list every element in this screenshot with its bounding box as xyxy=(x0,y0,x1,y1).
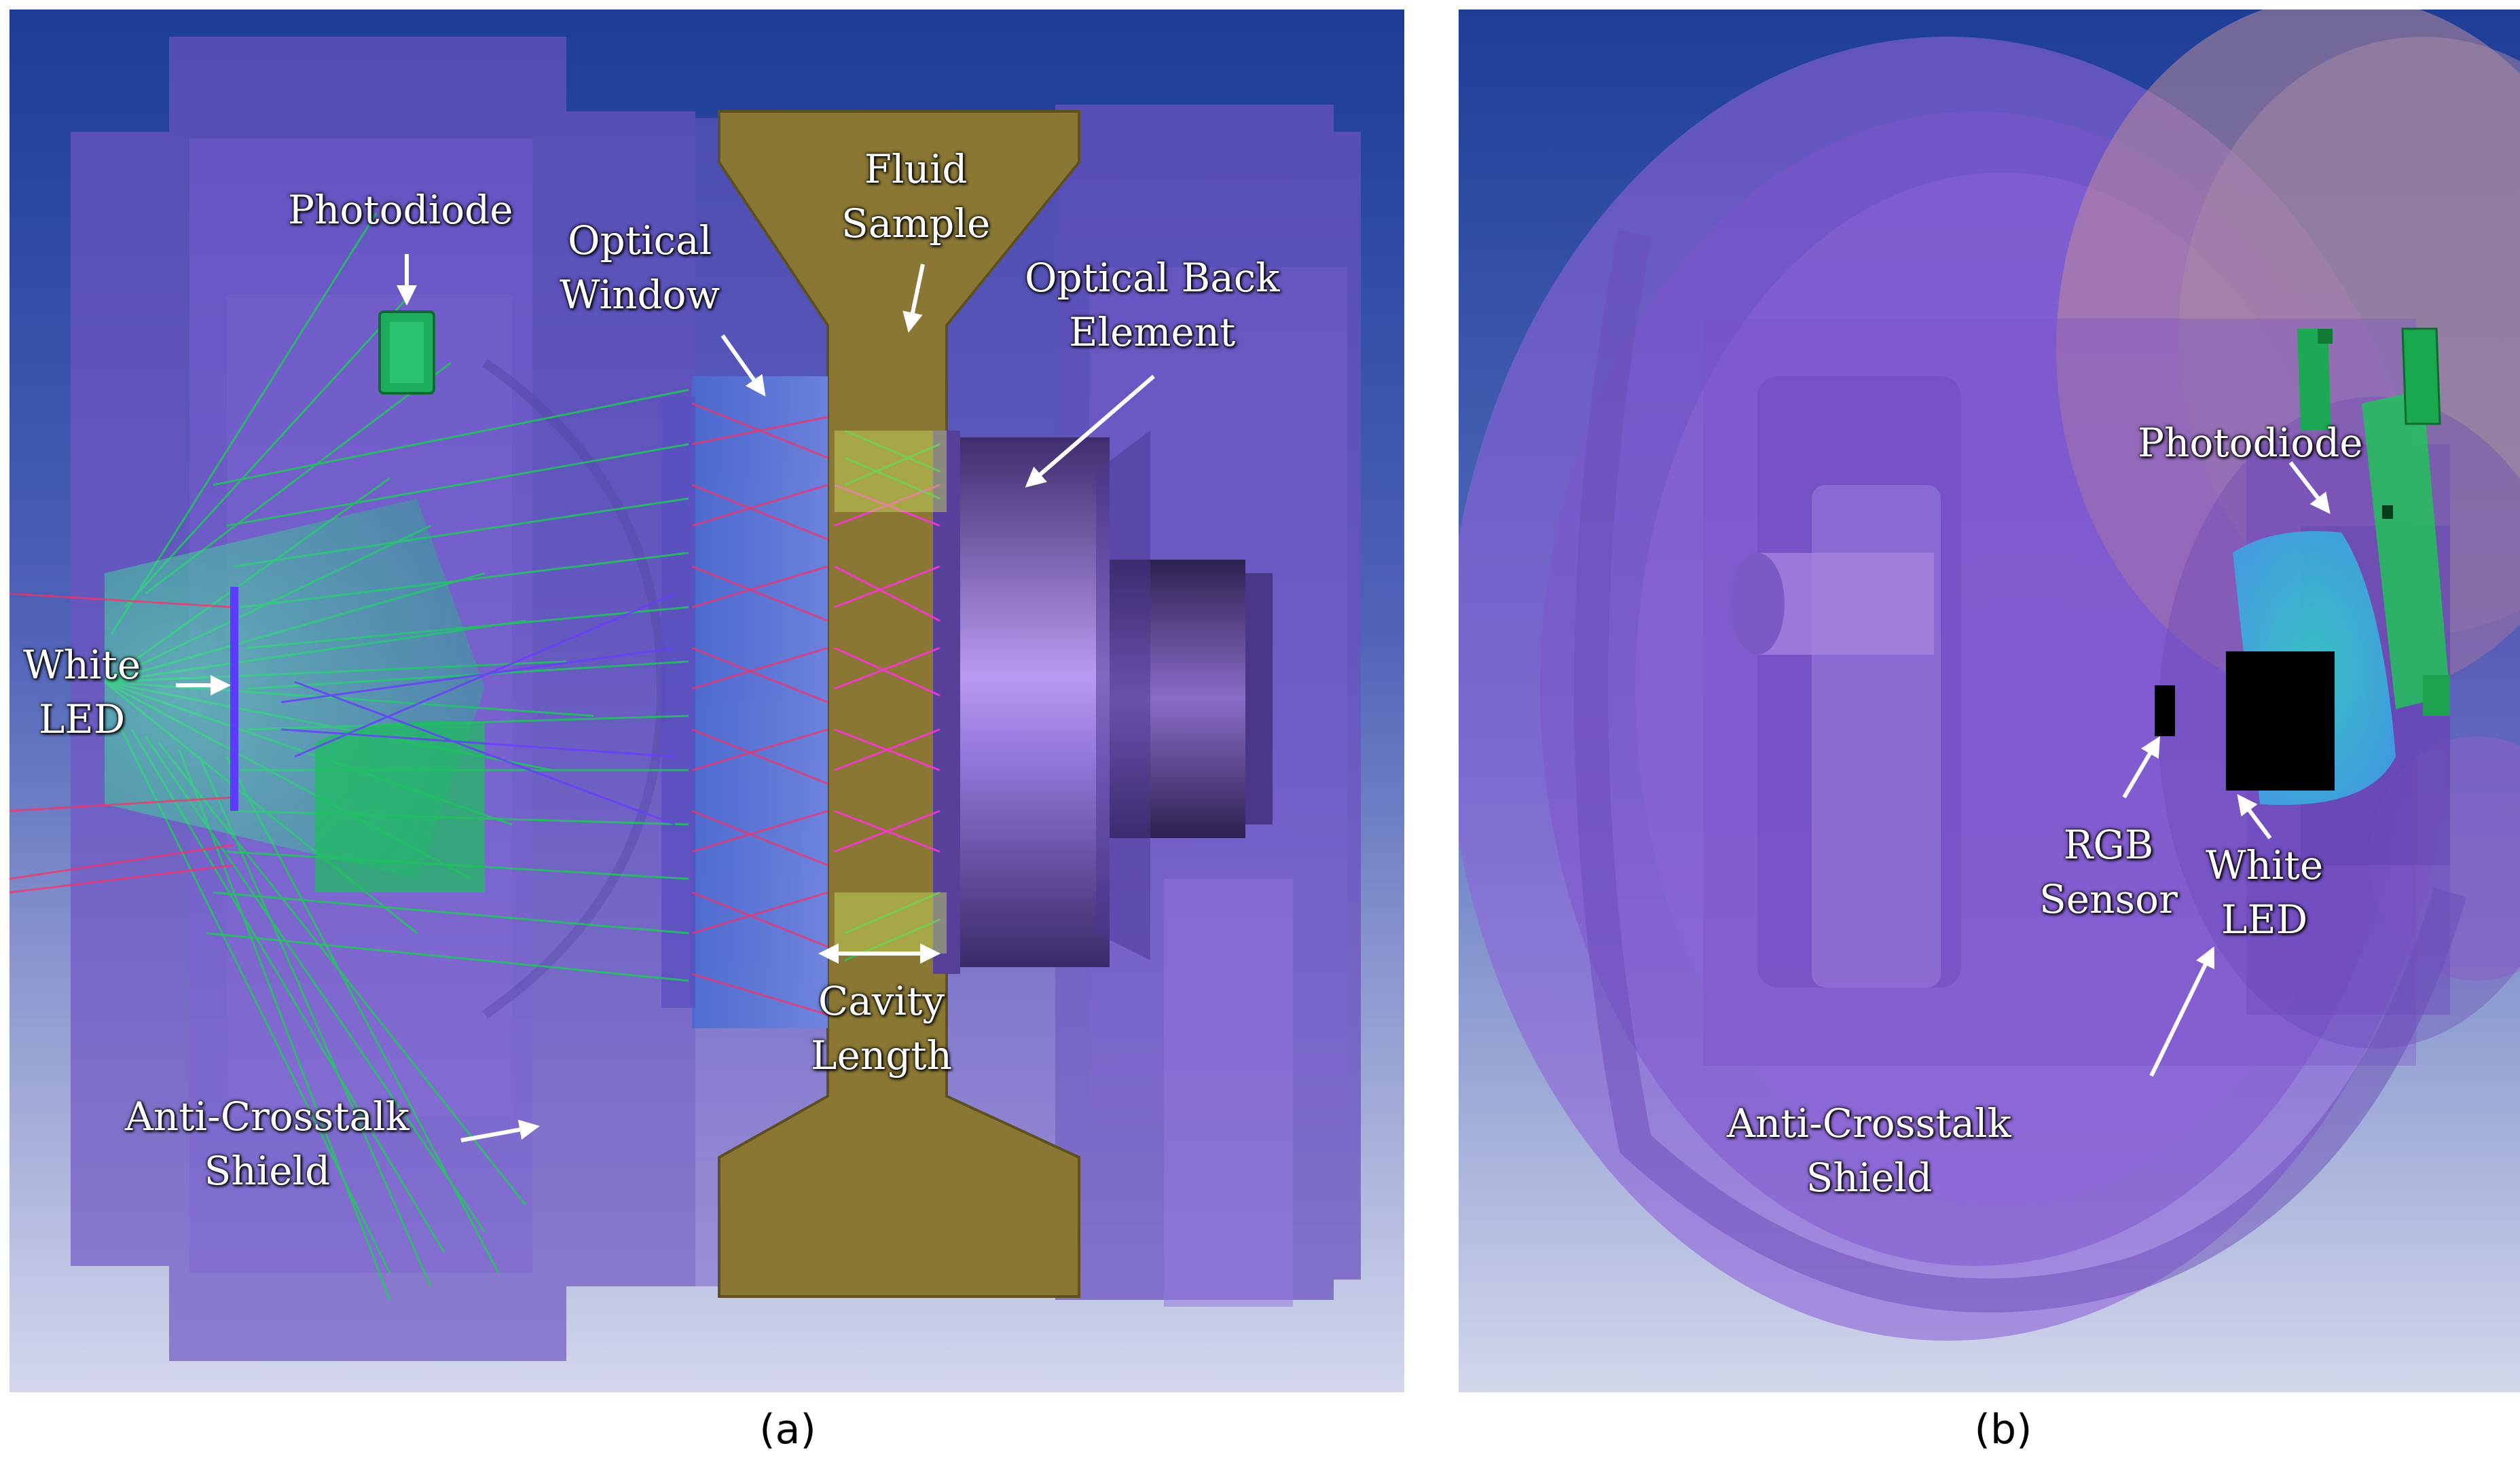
label-cavity-length-a-line1: Cavity xyxy=(818,978,945,1024)
rgb-sensor-b xyxy=(2155,685,2175,736)
ray-trace-red xyxy=(10,402,828,1016)
label-rgb-sensor-b: RGB Sensor xyxy=(2039,818,2178,926)
label-white-led-a-line2: LED xyxy=(38,696,126,742)
panel-a: Photodiode Optical Window Fluid Sample O… xyxy=(10,10,1404,1392)
label-optical-back-element-a-line1: Optical Back xyxy=(1025,255,1280,301)
label-cavity-length-a: Cavity Length xyxy=(811,974,952,1083)
caption-b: (b) xyxy=(1974,1406,2032,1453)
panel-b: Photodiode RGB Sensor White LED Anti-Cro… xyxy=(1459,10,2520,1392)
white-led-b xyxy=(2226,651,2335,791)
photodiode-a xyxy=(378,310,435,395)
label-photodiode-b-text: Photodiode xyxy=(2138,420,2363,466)
optical-back-element xyxy=(933,431,1273,974)
label-cavity-length-a-line2: Length xyxy=(811,1032,952,1079)
label-optical-window-a-line2: Window xyxy=(560,272,720,318)
label-photodiode-a-text: Photodiode xyxy=(288,187,513,233)
label-white-led-a-line1: White xyxy=(23,642,141,688)
label-photodiode-a: Photodiode xyxy=(288,183,513,237)
photodiode-b xyxy=(2401,327,2441,425)
label-anti-crosstalk-shield-a-line2: Shield xyxy=(204,1148,331,1194)
label-optical-back-element-a: Optical Back Element xyxy=(1025,251,1279,359)
optical-tube-b xyxy=(1730,553,1934,655)
ray-trace-blue xyxy=(280,592,676,826)
label-rgb-sensor-b-line2: Sensor xyxy=(2039,876,2178,922)
label-fluid-sample-a-line1: Fluid xyxy=(864,146,968,192)
label-white-led-b-line1: White xyxy=(2206,842,2324,888)
label-anti-crosstalk-shield-a: Anti-Crosstalk Shield xyxy=(125,1089,409,1198)
caption-a: (a) xyxy=(759,1406,816,1453)
label-photodiode-b: Photodiode xyxy=(2138,416,2363,470)
label-white-led-b-line2: LED xyxy=(2221,896,2308,943)
label-anti-crosstalk-shield-b-line1: Anti-Crosstalk xyxy=(1727,1100,2011,1146)
label-white-led-b: White LED xyxy=(2206,838,2323,947)
label-optical-back-element-a-line2: Element xyxy=(1069,309,1236,355)
label-optical-window-a: Optical Window xyxy=(560,213,720,322)
label-rgb-sensor-b-line1: RGB xyxy=(2063,822,2154,868)
optical-window xyxy=(692,376,828,1028)
fluid-sample-channel xyxy=(718,110,1080,1298)
ray-trace-magenta xyxy=(834,484,941,853)
label-fluid-sample-a: Fluid Sample xyxy=(841,142,990,251)
label-anti-crosstalk-shield-b: Anti-Crosstalk Shield xyxy=(1727,1096,2011,1205)
label-anti-crosstalk-shield-a-line1: Anti-Crosstalk xyxy=(125,1093,409,1140)
label-optical-window-a-line1: Optical xyxy=(568,217,712,264)
label-anti-crosstalk-shield-b-line2: Shield xyxy=(1806,1155,1933,1201)
label-white-led-a: White LED xyxy=(23,638,141,746)
label-fluid-sample-a-line2: Sample xyxy=(841,200,991,247)
white-led-a xyxy=(230,587,238,811)
